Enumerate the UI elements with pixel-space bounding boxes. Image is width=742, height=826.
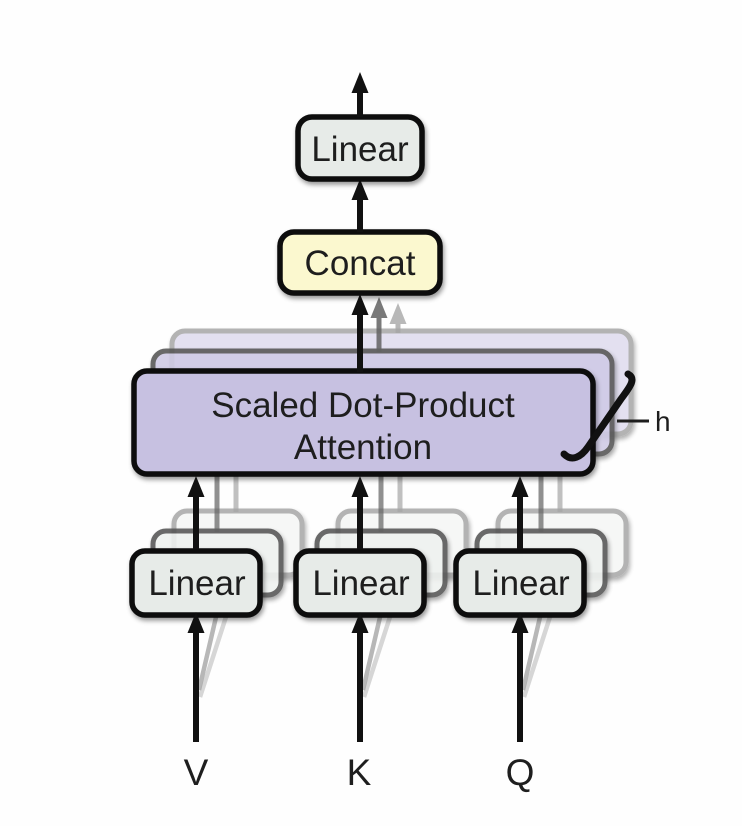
linear-v-label: Linear [148, 564, 246, 603]
input-k: K [347, 612, 372, 793]
head-count-label: h [655, 406, 671, 437]
attention-box [131, 368, 596, 477]
k-to-attention-arrowhead [351, 476, 369, 497]
linear-q-label: Linear [472, 564, 570, 603]
linear-k-label: Linear [312, 564, 410, 603]
attention-output-arrowhead-mid [370, 297, 388, 318]
linear-stack-q: Linear [453, 438, 629, 698]
input-label-q: Q [506, 752, 535, 793]
concat-label: Concat [305, 244, 416, 283]
input-q: Q [506, 612, 535, 793]
input-label-v: V [184, 752, 209, 793]
v-to-attention-arrowhead [187, 476, 205, 497]
linear-stack-v: Linear [129, 438, 305, 698]
final-linear-label: Linear [311, 130, 409, 169]
q-to-attention-arrowhead [511, 476, 529, 497]
head-count-tick [560, 370, 636, 462]
input-label-k: K [347, 752, 372, 793]
attention-label-line2: Attention [294, 428, 432, 467]
concat-to-linear-arrowhead [351, 179, 369, 200]
attention-output-arrowhead-back [389, 303, 407, 324]
output-arrowhead [351, 72, 369, 93]
attention-label-line1: Scaled Dot-Product [211, 386, 515, 425]
head-count-annotation: h [560, 370, 671, 462]
input-v: V [184, 612, 209, 793]
attention-to-concat-arrowhead [351, 294, 369, 315]
linear-stack-k: Linear [293, 438, 469, 698]
